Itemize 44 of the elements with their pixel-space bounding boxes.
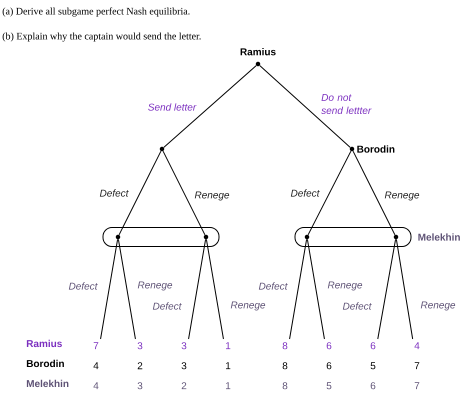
branch-line	[163, 65, 257, 148]
action-label: Renege	[384, 192, 420, 200]
action-label: Renege	[328, 282, 362, 290]
action-label: Defect	[68, 282, 98, 290]
branch-line	[118, 150, 162, 236]
action-label: Defect	[290, 189, 320, 197]
branch-line	[259, 65, 351, 148]
action-label: Defect	[342, 302, 372, 310]
branch-line	[162, 150, 206, 236]
action-label: Defect	[100, 189, 129, 197]
row-header: Ramius	[26, 340, 62, 348]
branch-line	[289, 238, 308, 340]
payoff-column: 3 2 3	[138, 342, 142, 390]
payoff-column: 7 4 4	[93, 342, 98, 390]
payoff-column: 6 5 6	[370, 342, 376, 390]
payoff-column: 6 6 5	[326, 342, 332, 390]
payoff-column: 8 8 8	[282, 342, 288, 390]
action-label: Do not send lettter	[321, 94, 372, 114]
action-label: Renege	[138, 282, 172, 290]
action-label: Send letter	[148, 103, 196, 111]
branch-line	[188, 238, 206, 340]
row-header: Melekhin	[26, 380, 68, 388]
action-label: Defect	[258, 282, 288, 290]
action-label: Renege	[420, 302, 456, 310]
player-label: Borodin	[357, 145, 394, 153]
branch-line	[377, 238, 396, 340]
action-label: Defect	[152, 302, 182, 310]
branch-line	[308, 150, 352, 236]
payoff-column: 4 7 7	[414, 342, 420, 390]
player-label: Melekhin	[418, 233, 460, 241]
branch-line	[118, 238, 136, 340]
question-text: (a) Derive all subgame perfect Nash equilibria.	[2, 7, 190, 17]
branch-line	[206, 238, 224, 340]
payoff-column: 1 1 1	[226, 342, 230, 390]
action-label: Renege	[194, 192, 230, 200]
player-label: Ramius	[240, 48, 276, 56]
branch-line	[306, 238, 325, 340]
payoff-column: 3 3 2	[182, 342, 186, 390]
branch-line	[352, 150, 396, 236]
question-text: (b) Explain why the captain would send the letter.	[2, 32, 201, 42]
branch-line	[396, 238, 414, 340]
action-label: Renege	[230, 302, 266, 310]
row-header: Borodin	[26, 360, 64, 368]
branch-line	[100, 238, 118, 340]
